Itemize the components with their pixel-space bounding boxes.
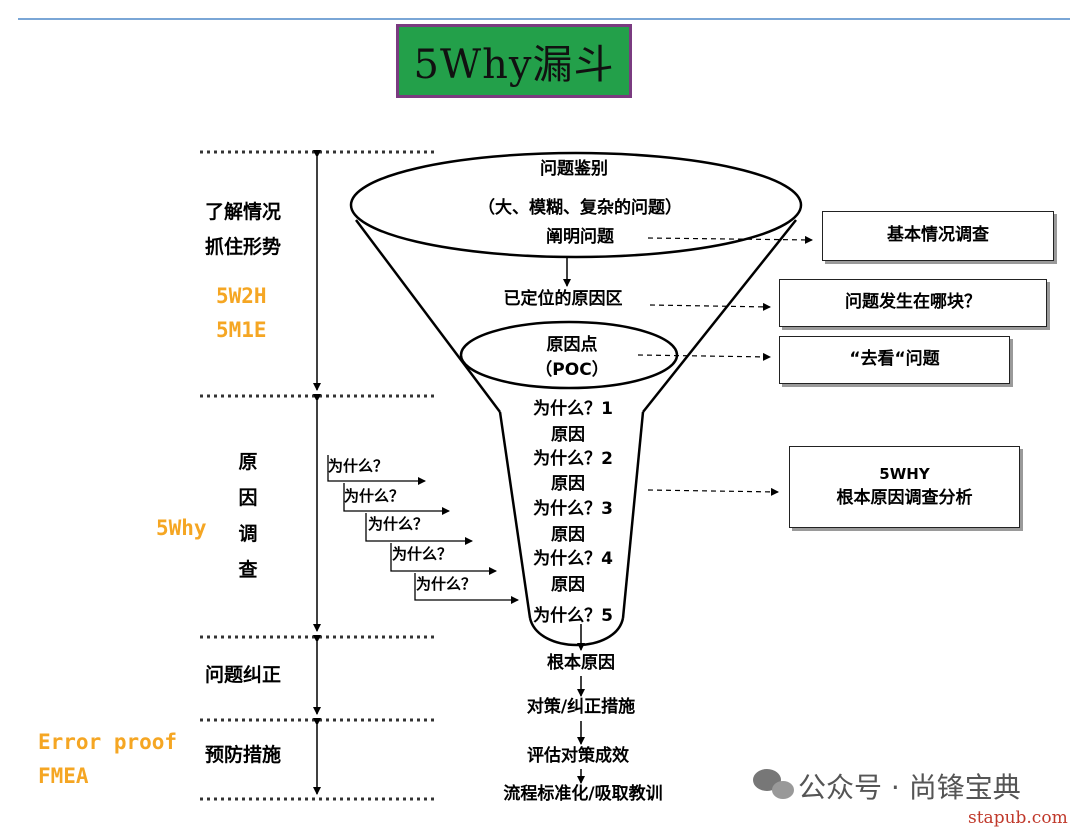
phase-correct: 问题纠正 <box>205 664 282 686</box>
evaluate-effect: 评估对策成效 <box>527 746 629 766</box>
why-staircase <box>327 455 519 604</box>
box-5why-analysis: 5WHY 根本原因调查分析 <box>789 446 1020 528</box>
phase-understand-1: 了解情况 <box>205 201 282 223</box>
funnel-cause-1: 原因 <box>551 425 585 445</box>
watermark-site: stapub.com <box>968 808 1068 828</box>
stair-why-4: 为什么？ <box>392 545 453 563</box>
tool-5m1e: 5M1E <box>216 318 267 342</box>
page-title: 5Why漏斗 <box>413 42 615 88</box>
box-basic-label: 基本情况调查 <box>887 225 989 246</box>
funnel-poc-label: 原因点 <box>546 335 598 355</box>
funnel-top-subtitle: （大、模糊、复杂的问题） <box>478 198 682 218</box>
cause-char-3: 调 <box>238 523 258 545</box>
box-go-see: “去看“问题 <box>779 336 1010 384</box>
side-connectors <box>637 235 813 496</box>
cause-char-4: 查 <box>238 559 258 581</box>
problem-ellipse <box>349 151 803 259</box>
funnel-cause-3: 原因 <box>551 525 585 545</box>
phase-cause-investigation: 原 因 调 查 <box>236 444 260 588</box>
title-box: 5Why漏斗 <box>396 24 632 98</box>
box-go-see-label: “去看“问题 <box>849 349 940 370</box>
phase-understand-2: 抓住形势 <box>205 236 282 258</box>
box-basic-investigation: 基本情况调查 <box>822 211 1054 261</box>
stair-why-3: 为什么？ <box>368 515 429 533</box>
tool-5w2h: 5W2H <box>216 284 267 308</box>
funnel-cause-2: 原因 <box>551 474 585 494</box>
box-5why-label: 根本原因调查分析 <box>836 487 973 508</box>
funnel-located-zone: 已定位的原因区 <box>503 289 623 309</box>
funnel-poc-abbr: （POC） <box>535 360 609 380</box>
funnel-top-title: 问题鉴别 <box>540 159 608 179</box>
funnel-cause-4: 原因 <box>551 575 585 595</box>
funnel-why-1: 为什么？1 <box>533 399 613 419</box>
cause-char-1: 原 <box>238 451 258 473</box>
cause-char-2: 因 <box>238 487 258 509</box>
box-5why-title: 5WHY <box>879 465 930 483</box>
funnel-clarify: 阐明问题 <box>546 227 614 247</box>
funnel-why-5: 为什么？5 <box>533 606 613 626</box>
box-where-label: 问题发生在哪块？ <box>845 292 981 313</box>
tool-fmea: FMEA <box>38 764 89 788</box>
box-where-problem: 问题发生在哪块？ <box>779 279 1047 327</box>
funnel-why-2: 为什么？2 <box>533 449 613 469</box>
watermark-text: 公众号 · 尚锋宝典 <box>798 771 1021 804</box>
stair-why-2: 为什么？ <box>344 487 405 505</box>
wechat-icon <box>753 769 794 799</box>
countermeasure: 对策/纠正措施 <box>526 697 636 717</box>
root-cause: 根本原因 <box>547 653 615 673</box>
funnel-why-3: 为什么？3 <box>533 499 613 519</box>
tool-error-proof: Error proof <box>38 730 178 754</box>
stair-why-1: 为什么？ <box>328 457 389 475</box>
phase-prevent: 预防措施 <box>205 744 282 766</box>
tool-5why: 5Why <box>156 516 207 540</box>
stair-why-5: 为什么？ <box>416 575 477 593</box>
funnel-why-4: 为什么？4 <box>533 549 613 569</box>
standardize-process: 流程标准化/吸取教训 <box>503 784 663 804</box>
funnel-shape <box>355 219 797 647</box>
top-divider <box>18 18 1070 20</box>
